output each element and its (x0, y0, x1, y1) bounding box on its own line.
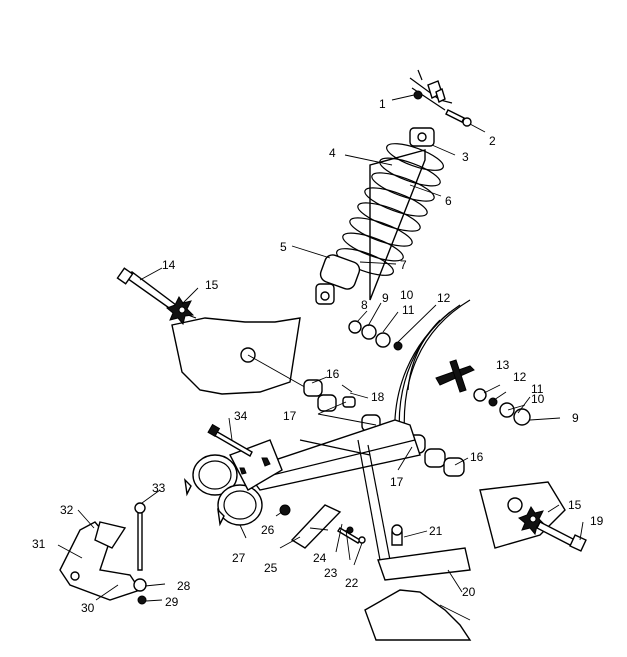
callout-31: 31 (32, 537, 46, 551)
callout-30: 30 (81, 601, 95, 615)
callout-16-right: 16 (470, 450, 484, 464)
callout-20: 20 (462, 585, 476, 599)
callout-1: 1 (379, 97, 386, 111)
callout-28: 28 (177, 579, 191, 593)
callout-10-upper: 10 (400, 288, 414, 302)
callout-10-right: 10 (531, 392, 545, 406)
callout-25: 25 (264, 561, 278, 575)
callout-4: 4 (329, 146, 336, 160)
callout-6: 6 (445, 194, 452, 208)
shock-body (319, 254, 361, 290)
callout-8: 8 (361, 298, 368, 312)
callout-12-right: 12 (513, 370, 527, 384)
callout-12-upper: 12 (437, 291, 451, 305)
nut-26 (279, 504, 291, 516)
shock-absorber (315, 127, 444, 305)
callout-33: 33 (152, 481, 166, 495)
nut-1 (413, 90, 423, 100)
callouts: 1 2 3 4 5 6 7 8 9 9 10 10 11 11 12 12 13… (32, 97, 604, 615)
mount-bracket-13 (435, 359, 531, 426)
callout-21: 21 (429, 524, 443, 538)
frame-mount-bracket (409, 69, 472, 127)
bracket-25 (290, 504, 366, 549)
callout-7: 7 (400, 258, 407, 272)
callout-15-left: 15 (205, 278, 219, 292)
callout-9-upper: 9 (382, 291, 389, 305)
callout-15-right: 15 (568, 498, 582, 512)
callout-29: 29 (165, 595, 179, 609)
callout-13: 13 (496, 358, 510, 372)
callout-11-upper: 11 (402, 303, 415, 317)
callout-5: 5 (280, 240, 287, 254)
callout-16-upper: 16 (326, 367, 340, 381)
callout-23: 23 (324, 566, 338, 580)
cap-screw-21 (391, 524, 403, 546)
callout-2: 2 (489, 134, 496, 148)
callout-32: 32 (60, 503, 74, 517)
callout-27: 27 (232, 551, 246, 565)
lower-left-bracket (59, 502, 147, 605)
callout-17-left: 17 (283, 409, 297, 423)
callout-18: 18 (371, 390, 385, 404)
leader-lines (57, 94, 584, 602)
callout-22: 22 (345, 576, 359, 590)
callout-11-right: 11 (531, 382, 544, 396)
bolt-34 (207, 423, 253, 457)
callout-19: 19 (590, 514, 604, 528)
callout-3: 3 (462, 150, 469, 164)
shock-spring (336, 143, 444, 276)
left-suspension-plate (171, 311, 311, 395)
callout-14: 14 (162, 258, 176, 272)
callout-17-lower: 17 (390, 475, 404, 489)
a-arm (243, 419, 421, 561)
washer-stack-upper (348, 320, 403, 351)
callout-34: 34 (234, 409, 248, 423)
callout-24: 24 (313, 551, 327, 565)
right-suspension-plate (479, 481, 587, 552)
callout-26: 26 (261, 523, 275, 537)
bolt-14 (116, 267, 177, 311)
lower-bracket-20 (364, 547, 472, 641)
callout-9-right: 9 (572, 411, 579, 425)
bolt-2 (445, 109, 465, 123)
